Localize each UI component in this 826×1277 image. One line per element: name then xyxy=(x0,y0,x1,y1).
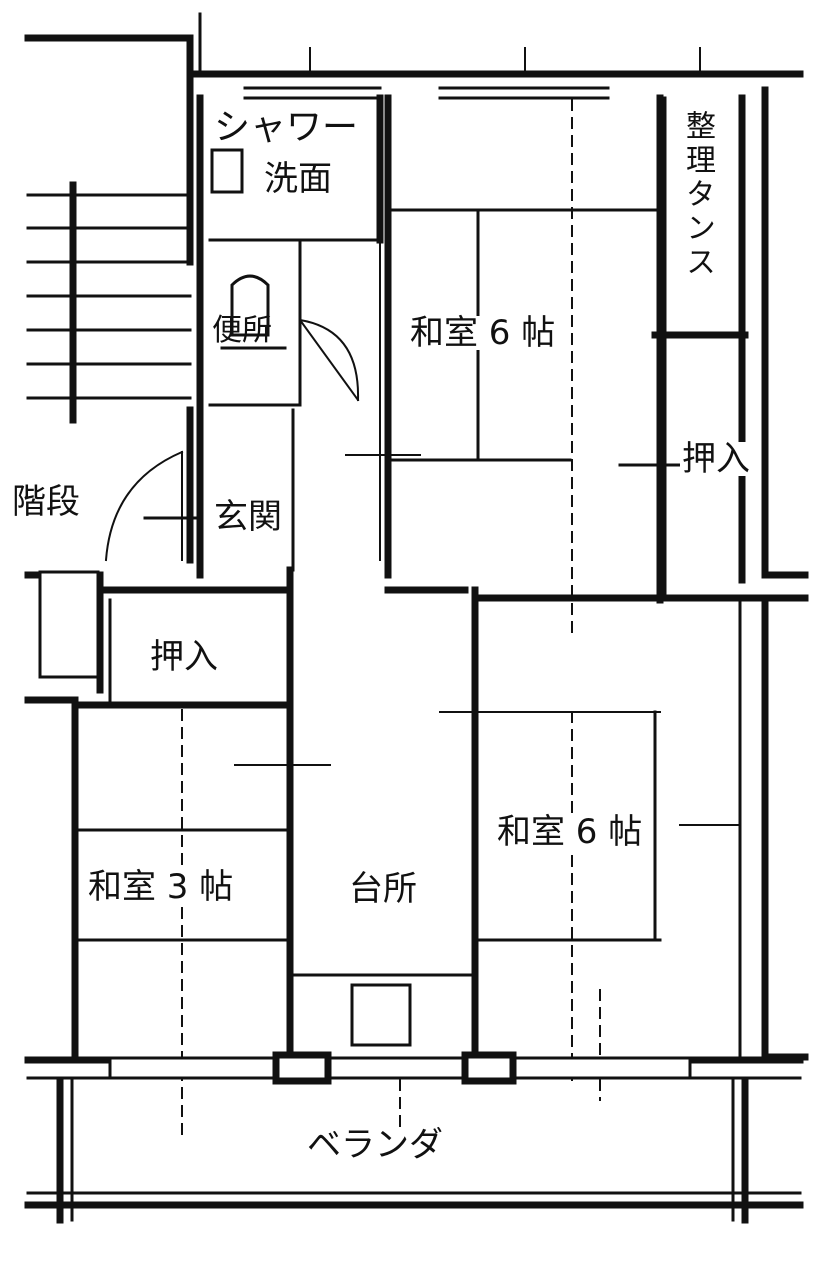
stairs-treads xyxy=(26,181,192,424)
washitsu-3-walls xyxy=(24,598,331,1141)
shower-label: シャワー xyxy=(212,107,361,148)
washroom-label: 洗面 xyxy=(262,159,334,199)
kitchen-walls xyxy=(288,711,661,1047)
washitsu-3-label: 和室 3 帖 xyxy=(86,867,236,907)
north-wall xyxy=(186,47,804,100)
washitsu-north-walls xyxy=(345,94,749,641)
toilet-label: 便所 xyxy=(212,313,272,348)
storage-drawer-label: 整理タンス xyxy=(680,110,715,280)
exterior-top-left-lines xyxy=(24,12,202,266)
oshiire-west-label: 押入 xyxy=(148,637,220,677)
washitsu-6-north-label: 和室 6 帖 xyxy=(408,313,558,353)
washitsu-south-walls xyxy=(478,710,741,1101)
stairs-label: 階段 xyxy=(12,482,80,522)
entrance-walls xyxy=(104,406,295,572)
kitchen-label: 台所 xyxy=(347,869,419,909)
oshiire-east-label: 押入 xyxy=(680,439,752,479)
washitsu-6-south-label: 和室 6 帖 xyxy=(495,812,645,852)
entrance-label: 玄関 xyxy=(212,497,284,537)
veranda-walls xyxy=(24,1076,804,1224)
veranda-label: ベランダ xyxy=(305,1125,445,1165)
middle-wall xyxy=(24,566,769,1064)
east-walls xyxy=(738,86,809,1061)
south-wall xyxy=(24,1051,804,1085)
